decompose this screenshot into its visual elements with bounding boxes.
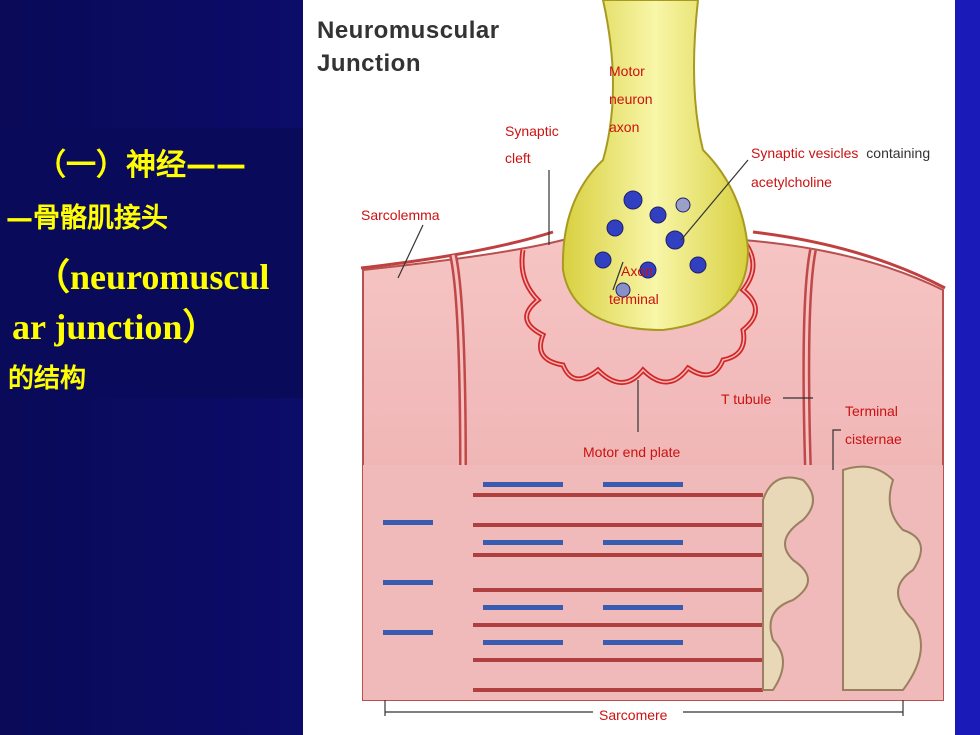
slide-title-line-5: 的结构: [8, 364, 87, 394]
label-motor-neuron-axon: Motor neuron axon: [609, 63, 656, 135]
t-tubule-bands: [449, 249, 817, 700]
label-t-tubule: T tubule: [721, 391, 772, 407]
figure-title-line-2: Junction: [317, 50, 421, 77]
figure-title: Neuromuscular Junction: [317, 14, 500, 80]
terminal-cisternae: [762, 465, 922, 691]
diagram-svg: Motor neuron axon Synaptic cleft Synapti…: [360, 0, 946, 723]
right-edge-strip: [955, 0, 980, 735]
label-sarcolemma: Sarcolemma: [361, 207, 440, 223]
slide-title-line-1: （一）神经——: [36, 148, 246, 183]
slide-title-box: [0, 128, 305, 398]
label-sarcomere: Sarcomere: [599, 707, 668, 723]
myosin-filaments: [383, 482, 683, 645]
motor-neuron-axon: [561, 0, 750, 332]
label-motor-end-plate: Motor end plate: [583, 444, 680, 460]
slide-title-line-2: —骨骼肌接头: [6, 203, 168, 234]
slide-title-line-4: ar junction）: [12, 307, 219, 347]
figure-title-line-1: Neuromuscular: [317, 17, 500, 44]
label-terminal-cisternae: Terminal cisternae: [845, 403, 902, 447]
label-synaptic-cleft: Synaptic cleft: [505, 123, 563, 166]
sarcolemma-membrane: [360, 230, 554, 270]
label-synaptic-vesicles: Synaptic vesicles containing acetylcholi…: [751, 145, 934, 190]
myofibrils: [473, 493, 763, 692]
label-axon-terminal: Axon terminal: [609, 263, 659, 307]
neuromuscular-junction-figure: Motor neuron axon Synaptic cleft Synapti…: [303, 0, 955, 735]
slide-title-line-3: （neuromuscul: [34, 257, 270, 297]
synaptic-vesicles: [594, 190, 707, 298]
